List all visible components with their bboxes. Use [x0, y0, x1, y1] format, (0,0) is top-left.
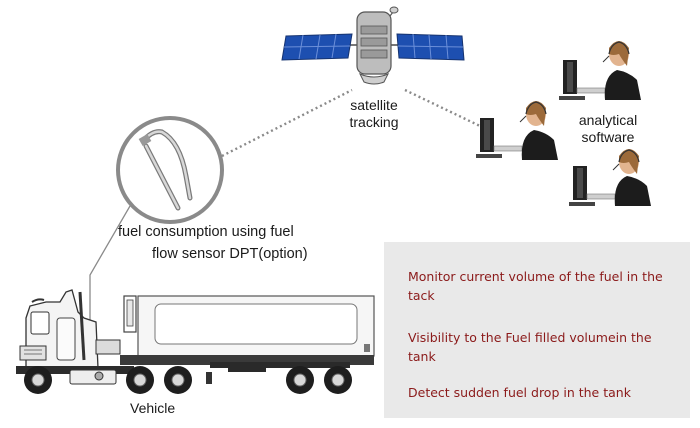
- info-item: Detect sudden fuel drop in the tank: [408, 385, 631, 400]
- software-label: analytical software: [566, 112, 650, 146]
- wheel-icon: [324, 366, 352, 394]
- truck-icon: [16, 289, 375, 385]
- vehicle-label: Vehicle: [130, 400, 176, 416]
- sensor-label-line: fuel consumption using fuel: [118, 224, 294, 240]
- software-label-line: software: [581, 129, 635, 145]
- info-panel: Monitor current volume of the fuel in th…: [384, 242, 690, 418]
- wheel-icon: [286, 366, 314, 394]
- sensor-label-line: flow sensor DPT(option): [152, 246, 308, 262]
- wheel-icon: [126, 366, 154, 394]
- software-label-line: analytical: [578, 112, 638, 128]
- info-item: Monitor current volume of the fuel in th…: [408, 269, 663, 303]
- info-item: Visibility to the Fuel filled volumein t…: [408, 330, 652, 364]
- satellite-label-line: tracking: [349, 114, 399, 130]
- operator-icon: [476, 101, 558, 160]
- operator-icon: [569, 149, 651, 206]
- wheel-icon: [24, 366, 52, 394]
- satellite-label-line: satellite: [350, 97, 398, 113]
- satellite-link-line: [221, 88, 353, 158]
- satellite-icon: [281, 6, 465, 85]
- sensor-label: fuel consumption using fuel flow sensor …: [118, 221, 338, 265]
- fuel-sensor-icon: [116, 116, 224, 224]
- wheel-icon: [164, 366, 192, 394]
- operator-icon: [559, 41, 641, 100]
- satellite-label: satellite tracking: [336, 97, 412, 131]
- software-link-line: [404, 88, 481, 128]
